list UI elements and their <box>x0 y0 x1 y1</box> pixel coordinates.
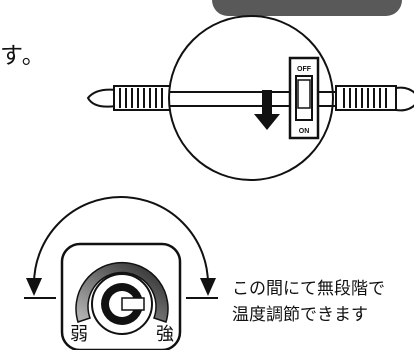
rocker-switch: OFF ON <box>288 56 320 140</box>
switch-off-label: OFF <box>297 66 312 73</box>
dial-strong-label: 強 <box>156 324 174 345</box>
heading-fragment: す。 <box>0 43 46 69</box>
cord-switch-illustration: OFF ON <box>86 15 414 181</box>
switch-on-label: ON <box>299 128 310 135</box>
arrow-right-icon <box>200 278 216 296</box>
left-cord <box>86 85 173 111</box>
caption-line-1: この間にて無段階で <box>232 279 385 299</box>
rotation-arc <box>33 196 209 285</box>
dial-caption: この間にて無段階で 温度調節できます <box>232 276 385 328</box>
temperature-dial-illustration: 弱 強 <box>24 196 218 350</box>
section-tab <box>212 0 402 16</box>
arrow-left-icon <box>26 278 42 296</box>
dial-weak-label: 弱 <box>70 324 88 345</box>
caption-line-2: 温度調節できます <box>232 305 368 325</box>
arrow-down-icon <box>254 90 280 130</box>
right-cord <box>335 85 414 112</box>
